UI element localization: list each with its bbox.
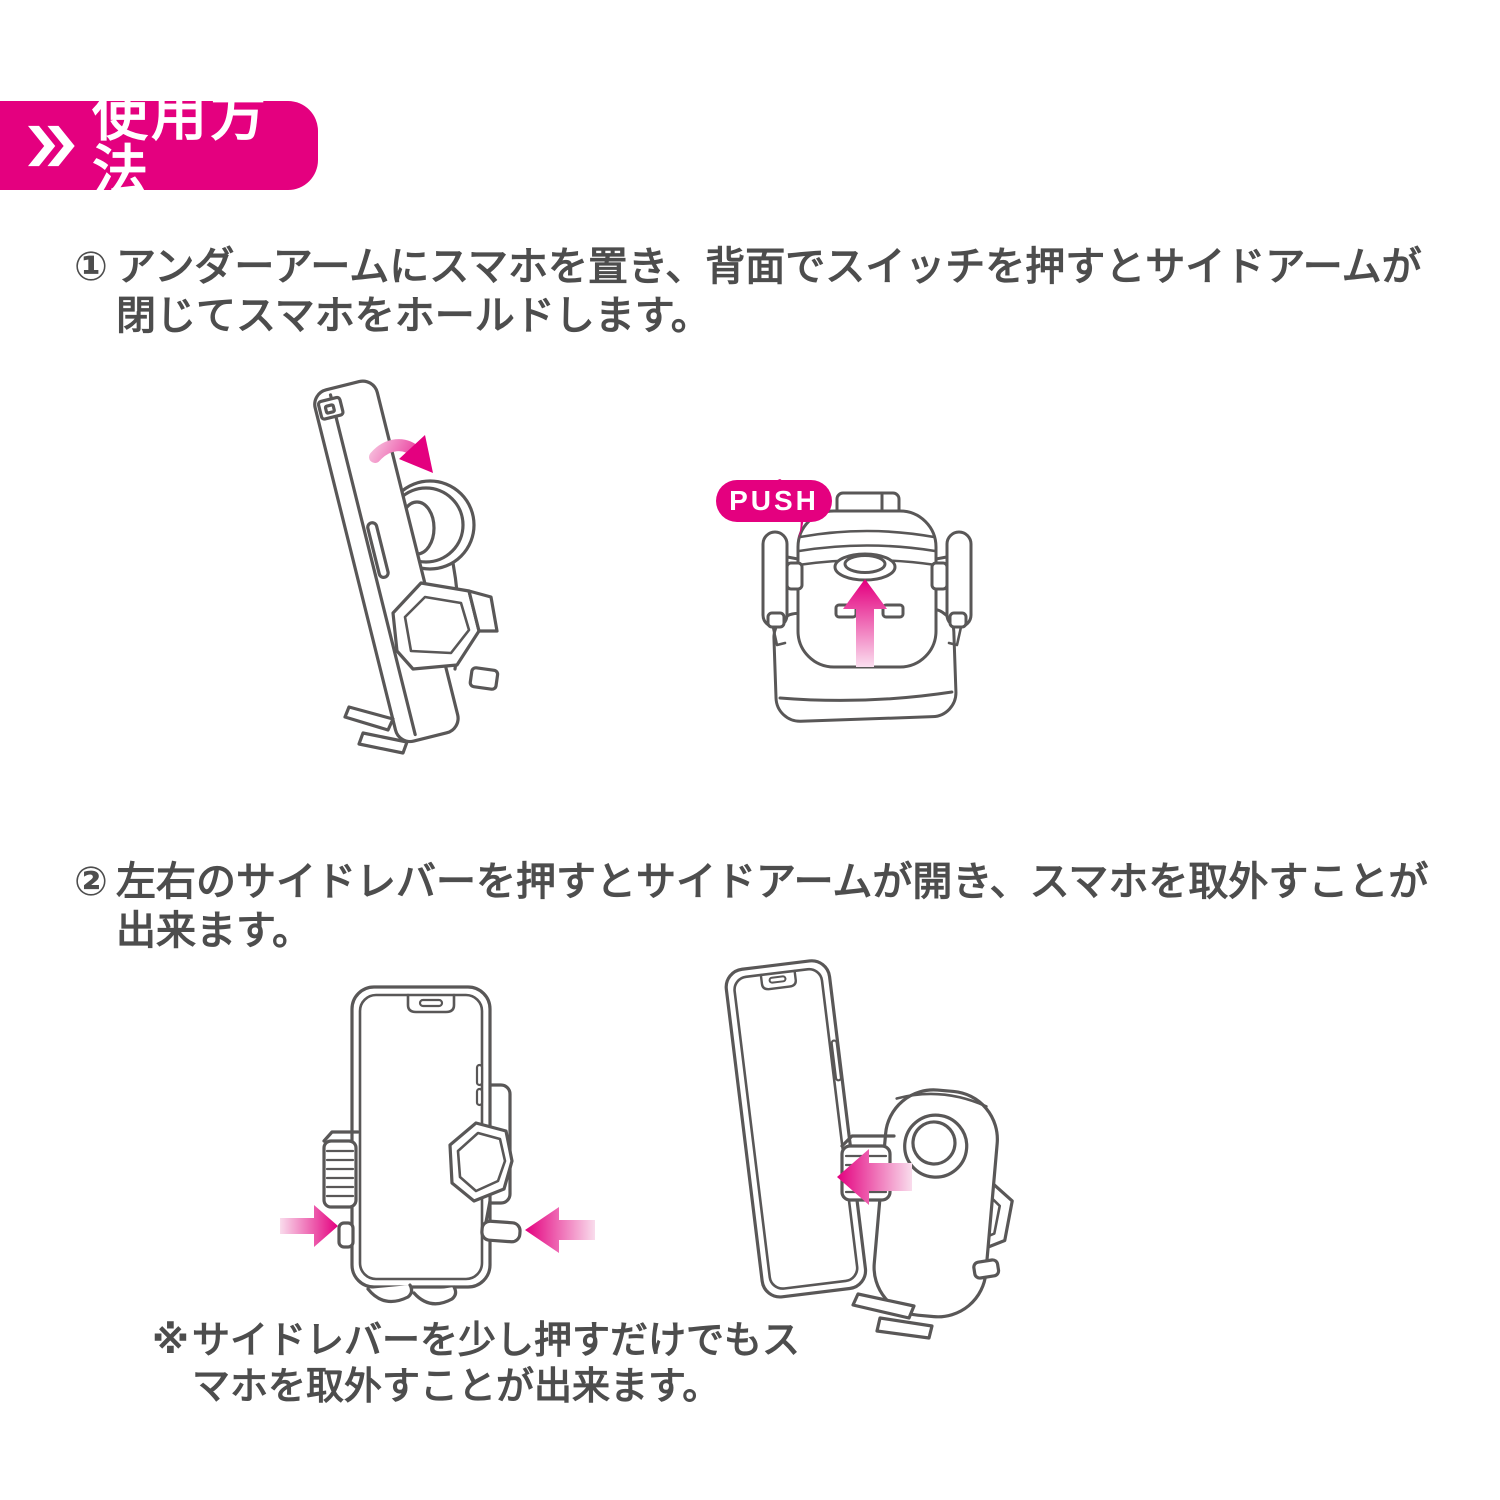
release-left-arrow-icon bbox=[837, 1149, 912, 1205]
under-arm-hooks bbox=[366, 1283, 458, 1306]
section-header-badge: 使用方法 bbox=[0, 87, 318, 199]
side-arm-right-clamp bbox=[448, 1121, 522, 1244]
note-marker: ※ bbox=[152, 1320, 189, 1362]
step-2-line-1: 左右のサイドレバーを押すとサイドアームが開き、スマホを取外すことが bbox=[116, 860, 1429, 904]
vent-clip-hooks bbox=[343, 705, 409, 755]
phone-released bbox=[724, 959, 868, 1299]
note-lines: サイドレバーを少し押すだけでもス マホを取外すことが出来ます。 bbox=[192, 1318, 800, 1410]
step-2-number: ② bbox=[74, 860, 108, 904]
note-line-1: サイドレバーを少し押すだけでもス bbox=[192, 1320, 801, 1362]
push-label: PUSH bbox=[729, 485, 819, 516]
step-1-line-2: 閉じてスマホをホールドします。 bbox=[116, 294, 711, 338]
press-right-arrow-icon bbox=[280, 1205, 338, 1247]
figure-2-rear-view bbox=[700, 455, 1035, 770]
side-arm-right bbox=[930, 530, 973, 647]
phone-front-view bbox=[350, 985, 492, 1289]
section-title: 使用方法 bbox=[92, 83, 269, 203]
side-arm-left bbox=[761, 530, 804, 647]
note-text: ※ サイドレバーを少し押すだけでもス マホを取外すことが出来ます。 bbox=[152, 1318, 800, 1410]
figure-3-front-view bbox=[280, 975, 600, 1311]
step-1-text: ① アンダーアームにスマホを置き、背面でスイッチを押すとサイドアームが 閉じてス… bbox=[74, 243, 1422, 341]
vent-clip-hooks bbox=[851, 1292, 934, 1340]
step-2-lines: 左右のサイドレバーを押すとサイドアームが開き、スマホを取外すことが 出来ます。 bbox=[116, 858, 1428, 956]
step-1-number: ① bbox=[74, 245, 108, 289]
push-label-bubble: PUSH bbox=[716, 480, 832, 522]
double-chevron-icon bbox=[28, 125, 75, 166]
note-line-2: マホを取外すことが出来ます。 bbox=[192, 1366, 721, 1408]
step-2-line-2: 出来ます。 bbox=[116, 909, 312, 953]
press-left-arrow-icon bbox=[525, 1207, 595, 1253]
rotate-arrow-icon bbox=[369, 435, 433, 473]
figure-1-side-view bbox=[293, 373, 508, 765]
step-2-text: ② 左右のサイドレバーを押すとサイドアームが開き、スマホを取外すことが 出来ます… bbox=[74, 858, 1428, 956]
figure-4-release-view bbox=[680, 950, 1090, 1355]
push-up-arrow-icon bbox=[843, 579, 887, 667]
holder-back-body bbox=[872, 1088, 1014, 1319]
holder-cradle bbox=[391, 581, 500, 691]
step-1-lines: アンダーアームにスマホを置き、背面でスイッチを押すとサイドアームが 閉じてスマホ… bbox=[116, 243, 1422, 341]
side-arm-left-clamp bbox=[322, 1130, 360, 1249]
step-1-line-1: アンダーアームにスマホを置き、背面でスイッチを押すとサイドアームが bbox=[116, 245, 1422, 289]
